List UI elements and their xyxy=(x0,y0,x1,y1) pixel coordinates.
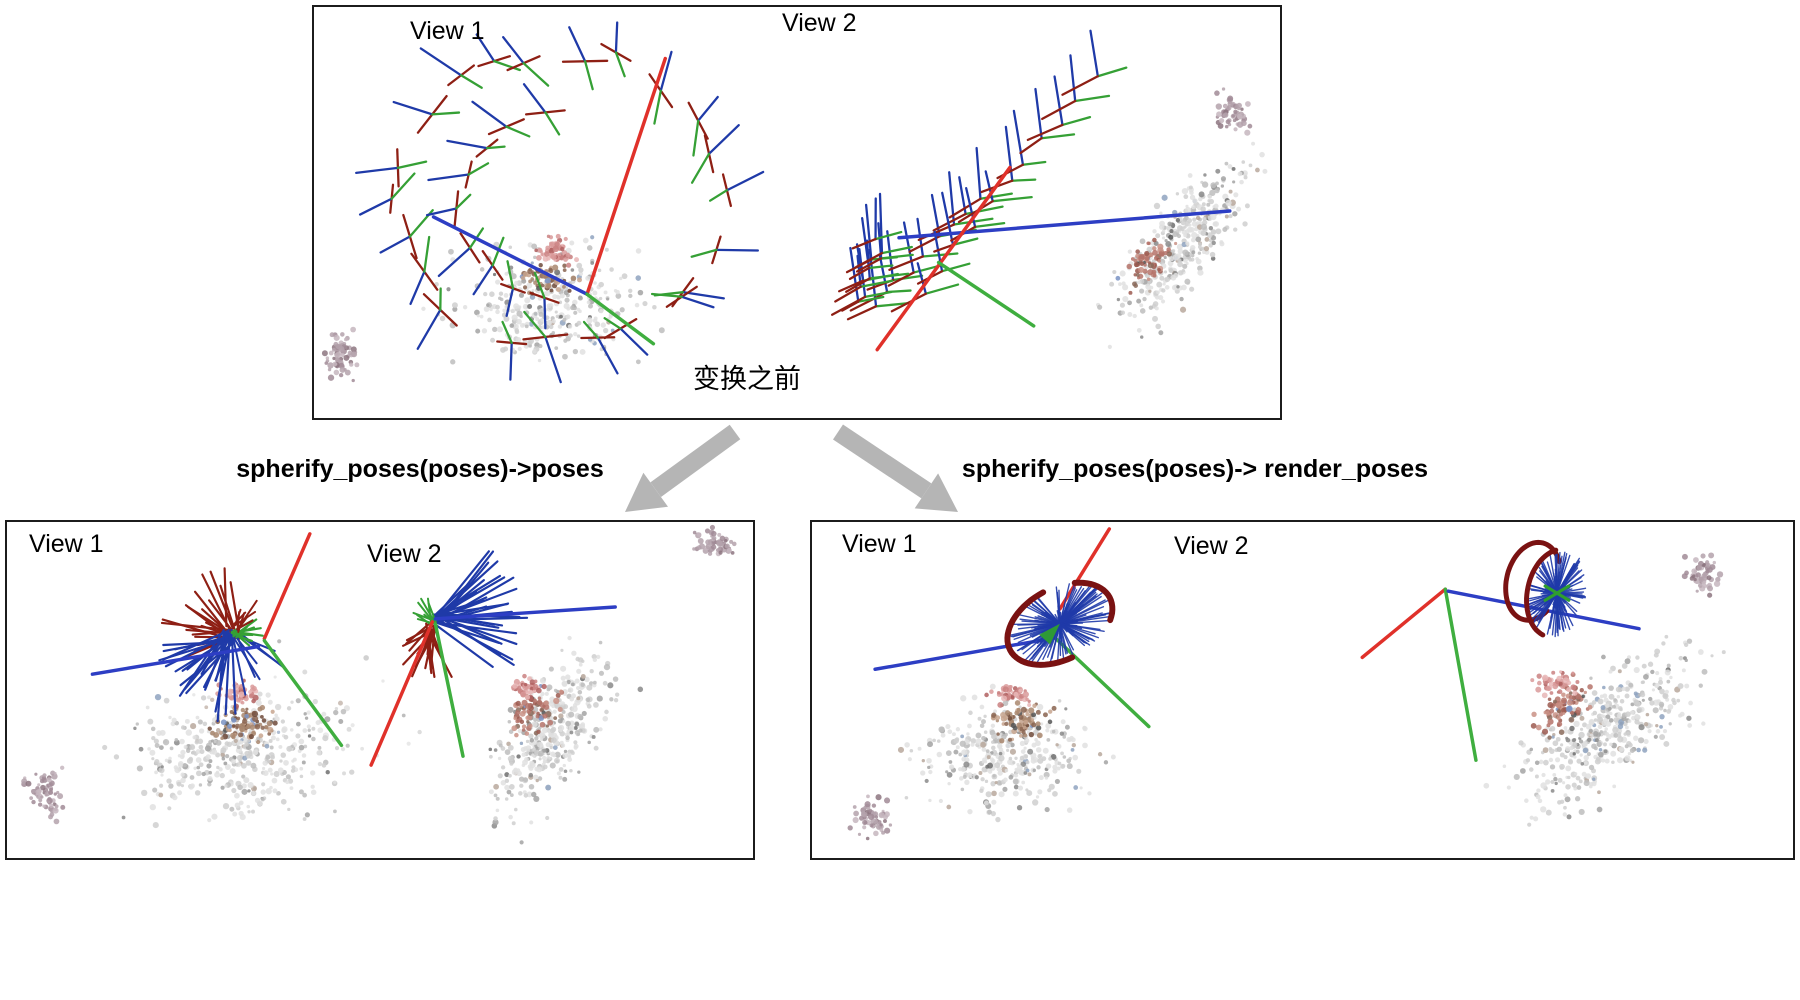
transform-label-left: spherify_poses(poses)->poses xyxy=(236,455,604,483)
after-render-figure xyxy=(847,527,1726,841)
transform-label-right: spherify_poses(poses)-> render_poses xyxy=(961,455,1429,483)
panel-after-poses: View 1 View 2 xyxy=(5,520,755,860)
before-caption: 变换之前 xyxy=(693,364,801,394)
after-poses-view2-label: View 2 xyxy=(367,540,442,568)
after-poses-view1-label: View 1 xyxy=(29,530,104,558)
panel-before: View 1 View 2 变换之前 xyxy=(312,5,1282,420)
after-poses-figure xyxy=(21,524,737,845)
after-render-view1-label: View 1 xyxy=(842,530,917,558)
before-view1-label: View 1 xyxy=(410,17,485,45)
before-figure xyxy=(321,21,1268,384)
panel-after-render: View 1 View 2 xyxy=(810,520,1795,860)
after-render-view2-label: View 2 xyxy=(1174,532,1249,560)
before-view2-label: View 2 xyxy=(782,9,857,37)
